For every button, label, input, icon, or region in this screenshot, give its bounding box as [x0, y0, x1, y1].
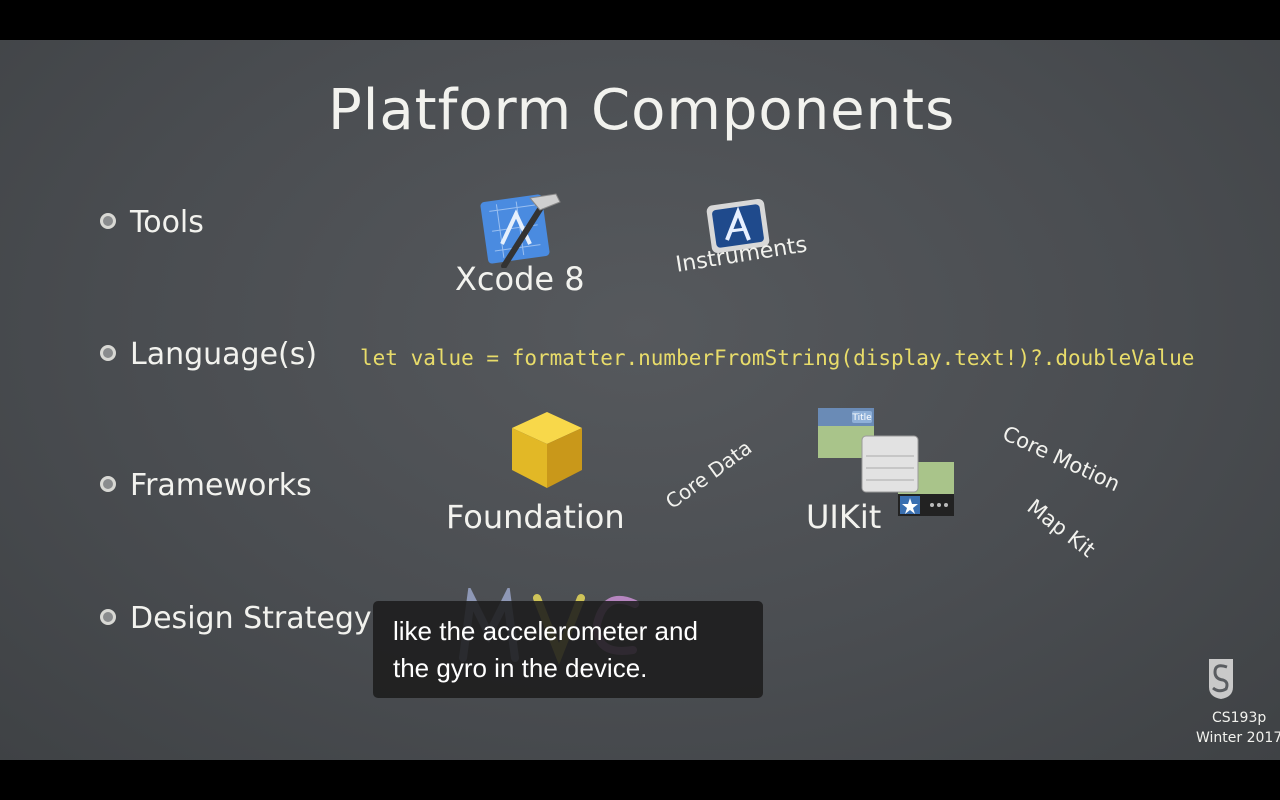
bullet-icon — [100, 212, 116, 229]
course-term: Winter 2017 — [1196, 730, 1280, 746]
uikit-icon: Title — [818, 408, 954, 516]
letterbox-bottom — [0, 760, 1280, 800]
slide-title: Platform Components — [328, 78, 956, 143]
bullet-label: Design Strategy — [130, 601, 372, 636]
bullet-design-strategy: Design Strategy — [100, 601, 372, 636]
bullet-icon — [100, 344, 116, 361]
uikit-label: UIKit — [806, 498, 882, 536]
xcode-label: Xcode 8 — [455, 260, 585, 298]
bullet-label: Frameworks — [130, 468, 312, 503]
core-motion-label: Core Motion — [998, 421, 1124, 497]
course-label: CS193p Winter 2017 — [1196, 708, 1280, 748]
instruments-icon — [706, 198, 770, 254]
uikit-nav-title: Title — [851, 413, 872, 423]
letterbox-top — [0, 0, 1280, 40]
bullet-languages: Language(s) — [100, 337, 317, 372]
stanford-logo-icon — [1209, 659, 1233, 699]
foundation-cube-icon — [512, 412, 582, 488]
map-kit-label: Map Kit — [1022, 494, 1100, 562]
bullet-icon — [100, 475, 116, 492]
bullet-label: Tools — [130, 205, 204, 240]
bullet-tools: Tools — [100, 205, 204, 240]
caption-line-1: like the accelerometer and — [393, 616, 698, 646]
code-snippet: let value = formatter.numberFromString(d… — [360, 346, 1195, 370]
course-code: CS193p — [1211, 710, 1267, 726]
core-data-label: Core Data — [660, 435, 757, 514]
foundation-label: Foundation — [446, 498, 625, 536]
video-caption: like the accelerometer and the gyro in t… — [373, 601, 763, 698]
bullet-frameworks: Frameworks — [100, 468, 312, 503]
bullet-icon — [100, 608, 116, 625]
xcode-icon — [480, 193, 561, 268]
bullet-label: Language(s) — [130, 337, 318, 372]
caption-line-2: the gyro in the device. — [393, 653, 648, 683]
